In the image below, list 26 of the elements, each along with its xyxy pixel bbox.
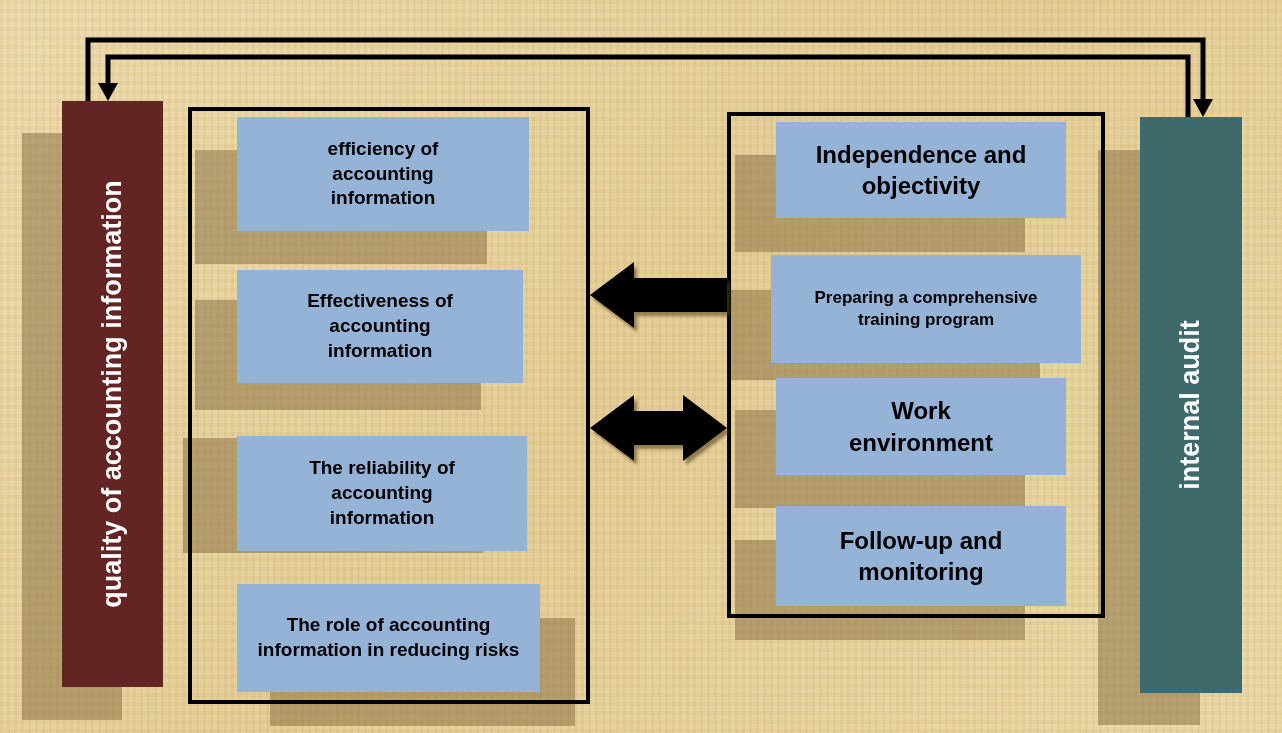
process-box [776,506,1066,606]
box-label: Work environment [848,396,994,458]
bracket-frame [188,107,590,704]
process-box [776,378,1066,475]
process-box [237,584,540,692]
bracket-frame [727,112,1105,618]
box-label: Effectiveness of accounting information [306,289,454,363]
box-label: Independence and objectivity [814,139,1028,201]
banner-label: quality of accounting information [95,180,128,608]
box-label: efficiency of accounting information [326,136,440,211]
process-box [237,117,529,231]
block-arrow [590,262,727,328]
process-box [237,436,527,551]
box-label: Follow-up and monitoring [838,525,1004,587]
block-arrow [590,395,727,461]
process-box [771,255,1081,363]
banner-label: internal audit [1174,320,1207,490]
box-label: The role of accounting information in reducing risks [256,613,521,662]
process-box [776,122,1066,218]
vertical-banner [1140,117,1242,693]
arrow [85,37,1213,117]
vertical-banner [62,101,163,687]
arrow [98,54,1191,117]
box-label: The reliability of accounting information [308,456,456,530]
box-label: Preparing a comprehensive training program [813,286,1039,331]
process-box [237,270,523,383]
